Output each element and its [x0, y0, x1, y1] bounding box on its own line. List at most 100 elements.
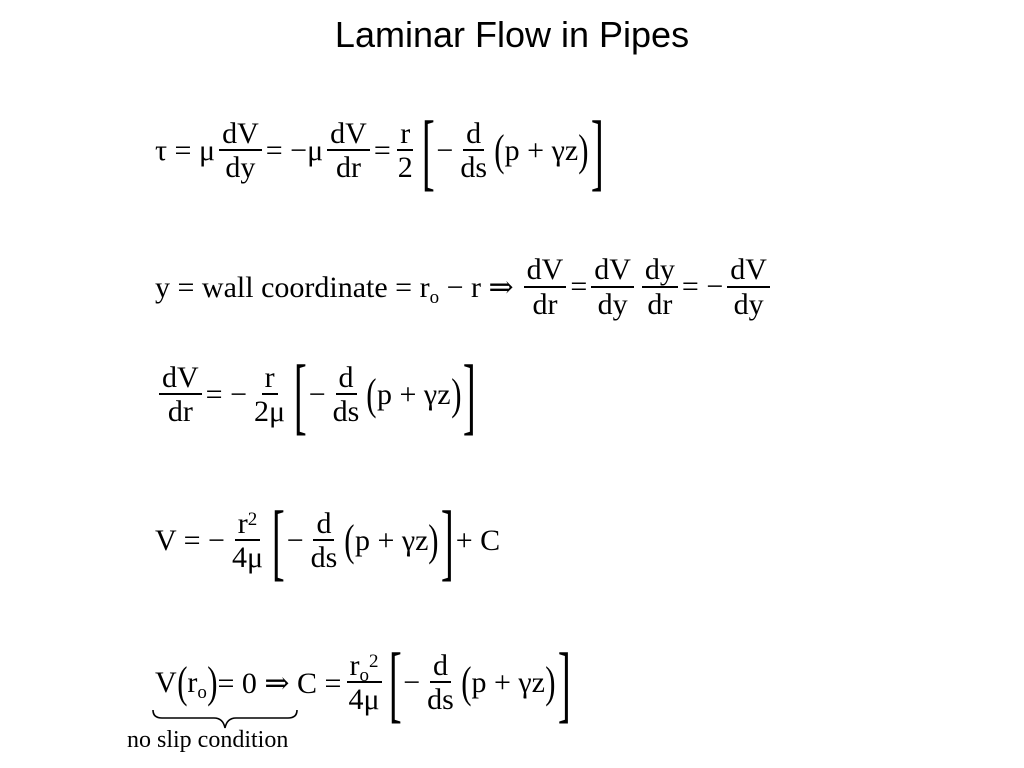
eq3-f1-den: dr	[167, 395, 193, 429]
eq4-f1-sup: 2	[247, 508, 258, 530]
eq3-f2-den: 2μ	[254, 395, 286, 429]
eq5-r-sub: o	[197, 682, 207, 703]
eq5-f1-sub: o	[359, 664, 370, 686]
eq2-f2-num: dV	[591, 254, 634, 288]
eq4-f1-den: 4μ	[231, 541, 264, 575]
eq1-f1-num: dV	[219, 118, 262, 152]
eq5-f2-num: d	[429, 650, 451, 684]
eq5-right-bracket: ]	[557, 635, 571, 731]
eq1-f2-num: dV	[327, 118, 370, 152]
eq5-f2-den: ds	[427, 683, 454, 717]
eq1-left-paren: (	[494, 126, 505, 175]
eq1-lhs: τ = μ	[155, 134, 216, 167]
eq2-lhs: y = wall coordinate = ro − r ⇒	[155, 270, 514, 308]
eq3-f1-num: dV	[159, 362, 202, 396]
eq4-tail: + C	[455, 524, 501, 557]
eq3-minus: −	[308, 378, 326, 411]
eq4-left-bracket: [	[271, 493, 285, 589]
eq1-f3-den: 2	[397, 151, 413, 185]
eq5-v: V	[155, 666, 177, 699]
eq5-right-paren-0: )	[207, 658, 218, 707]
slide-title: Laminar Flow in Pipes	[334, 14, 690, 55]
eq2-f4-num: dV	[727, 254, 770, 288]
eq5-inner: p + γz	[471, 666, 545, 699]
eq4-right-paren: )	[428, 516, 439, 565]
eq5-left-paren-0: (	[176, 658, 188, 707]
eq5-r: ro	[187, 666, 207, 703]
eq4-minus: −	[286, 524, 304, 557]
eq4-f1-num: r2	[234, 506, 261, 542]
eq3-inner: p + γz	[377, 378, 451, 411]
eq1-op1: = −μ	[265, 134, 324, 167]
eq5-minus: −	[403, 666, 421, 699]
eq1-f2-den: dr	[335, 151, 361, 185]
eq5-left-bracket: [	[388, 635, 402, 731]
eq2-f1-num: dV	[523, 254, 567, 288]
eq3-left-bracket: [	[293, 347, 307, 443]
eq2-sub: o	[429, 286, 440, 308]
eq5-f1-num: ro2	[346, 648, 382, 686]
eq4-inner: p + γz	[354, 524, 429, 557]
eq2-rest: − r ⇒	[439, 270, 514, 304]
underbrace-icon	[152, 709, 298, 729]
eq1-f1-den: dy	[225, 151, 256, 185]
no-slip-note: no slip condition	[127, 727, 289, 753]
eq3-f3-den: ds	[332, 395, 360, 429]
eq4-left-paren: (	[344, 516, 355, 565]
eq5-left-paren: (	[461, 658, 472, 707]
eq4-f1-num-text: r	[237, 506, 248, 540]
eq5-eq0: = 0 ⇒ C =	[217, 666, 342, 700]
eq2-f2-den: dy	[597, 287, 628, 321]
eq2-lhs-text: y = wall coordinate = r	[155, 270, 430, 304]
eq4-f2-den: ds	[310, 541, 338, 575]
eq3-op1: = −	[205, 378, 248, 411]
eq5-f1-sup: 2	[369, 650, 379, 672]
eq5-f1-num-text: r	[349, 648, 360, 682]
eq2-f3-num: dy	[641, 254, 678, 288]
eq3-right-bracket: ]	[463, 347, 476, 443]
eq5-f1-den: 4μ	[348, 683, 380, 717]
eq5-r-text: r	[187, 666, 198, 699]
eq1-right-paren: )	[578, 126, 589, 175]
eq3-f3-num: d	[335, 362, 357, 396]
eq1-minus: −	[436, 134, 454, 167]
eq2-op1: =	[570, 270, 588, 304]
eq3-right-paren: )	[450, 370, 461, 419]
eq1-op2: =	[373, 134, 391, 167]
eq2-op2: = −	[681, 270, 724, 304]
eq4-lhs: V = −	[155, 524, 225, 557]
eq2-f1-den: dr	[532, 287, 558, 321]
eq3-left-paren: (	[366, 370, 377, 419]
eq1-right-bracket: ]	[590, 103, 604, 199]
eq4-f2-num: d	[313, 508, 335, 542]
eq2-f3-den: dr	[647, 287, 673, 321]
eq1-inner: p + γz	[504, 134, 579, 167]
eq2-f4-den: dy	[733, 287, 764, 321]
eq1-f4-num: d	[463, 118, 485, 152]
eq1-f4-den: ds	[460, 151, 487, 185]
eq1-f3-num: r	[397, 118, 414, 152]
eq5-right-paren: )	[545, 658, 556, 707]
eq4-right-bracket: ]	[441, 493, 454, 589]
eq1-left-bracket: [	[421, 103, 435, 199]
